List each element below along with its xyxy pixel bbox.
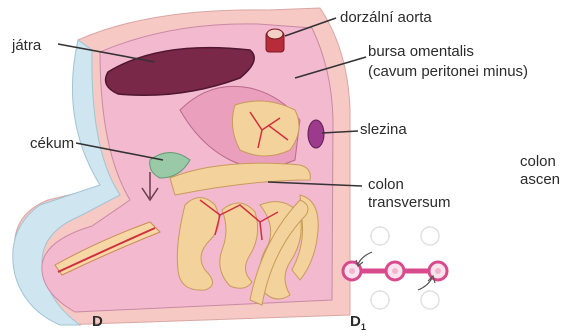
label-colon-transversum-1: colon xyxy=(368,176,404,193)
pancreas xyxy=(232,101,299,156)
inset-rotation-diagram xyxy=(343,227,447,309)
label-jatra: játra xyxy=(12,37,41,54)
panel-label-d: D xyxy=(92,313,103,330)
label-slezina: slezina xyxy=(360,121,407,138)
label-dorzalni-aorta: dorzální aorta xyxy=(340,9,432,26)
label-cekum: cékum xyxy=(30,135,74,152)
panel-label-d1-letter: D xyxy=(350,313,361,330)
label-colon-ascen-2: ascen xyxy=(520,171,560,188)
label-bursa-omentalis: bursa omentalis xyxy=(368,43,474,60)
label-cavum-peritonei-minus: (cavum peritonei minus) xyxy=(368,63,528,80)
label-colon-ascen-1: colon xyxy=(520,153,556,170)
aorta xyxy=(266,29,284,52)
spleen xyxy=(308,120,324,148)
panel-label-d1: D1 xyxy=(350,313,366,332)
label-colon-transversum-2: transversum xyxy=(368,194,451,211)
